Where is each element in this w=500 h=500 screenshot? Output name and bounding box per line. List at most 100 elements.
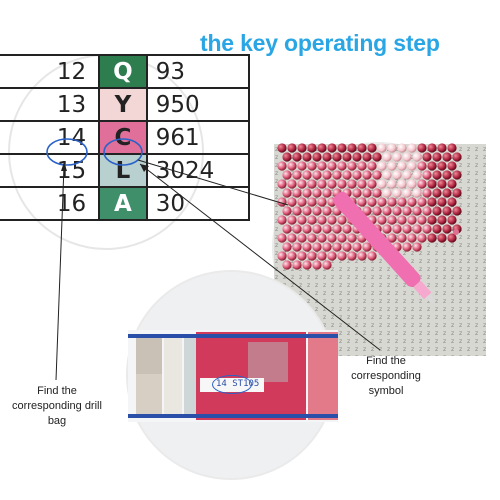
chart-number: 13 xyxy=(0,87,101,122)
drill-bead xyxy=(402,152,412,162)
chart-number: 14 xyxy=(0,120,101,155)
drill-bead xyxy=(362,188,372,198)
drill-bead xyxy=(297,197,307,207)
drill-bead xyxy=(322,224,332,234)
drill-bead xyxy=(432,224,442,234)
drill-bead xyxy=(402,224,412,234)
drill-bead xyxy=(437,143,447,153)
drill-bead xyxy=(362,152,372,162)
drill-bead xyxy=(417,161,427,171)
drill-bead xyxy=(397,233,407,243)
drill-bead xyxy=(312,152,322,162)
drill-bead xyxy=(337,251,347,261)
drill-bead xyxy=(347,233,357,243)
drill-bead xyxy=(412,188,422,198)
drill-bead xyxy=(367,143,377,153)
drill-bead xyxy=(447,161,457,171)
drill-bead xyxy=(317,251,327,261)
drill-bead xyxy=(387,197,397,207)
drill-bead xyxy=(277,161,287,171)
drill-bead xyxy=(402,206,412,216)
drill-bead xyxy=(312,170,322,180)
drill-bead xyxy=(377,197,387,207)
drill-bead xyxy=(397,215,407,225)
drill-bead xyxy=(287,215,297,225)
drill-bead xyxy=(417,197,427,207)
drill-bead xyxy=(377,161,387,171)
chart-code: 93 xyxy=(145,54,251,89)
bag-label-highlight xyxy=(212,375,252,394)
drill-bead xyxy=(327,251,337,261)
drill-bead xyxy=(417,143,427,153)
drill-bead xyxy=(412,152,422,162)
caption-symbol: Find the corresponding symbol xyxy=(351,355,421,397)
page-title: the key operating step xyxy=(200,30,440,56)
chart-symbol: A xyxy=(98,186,148,221)
drill-bead xyxy=(407,233,417,243)
drill-bead xyxy=(402,170,412,180)
drill-bead xyxy=(387,143,397,153)
drill-bead xyxy=(327,143,337,153)
drill-bead xyxy=(332,224,342,234)
drill-bead xyxy=(432,206,442,216)
drill-bead xyxy=(297,215,307,225)
drill-bead xyxy=(292,170,302,180)
drill-bead xyxy=(452,206,462,216)
drill-bead xyxy=(407,197,417,207)
drill-bead xyxy=(282,170,292,180)
chart-symbol: L xyxy=(98,153,148,188)
drill-bead xyxy=(357,197,367,207)
drill-bead xyxy=(307,143,317,153)
drill-bead xyxy=(282,152,292,162)
drill-bead xyxy=(442,152,452,162)
drill-bead xyxy=(437,161,447,171)
drill-bead xyxy=(302,170,312,180)
drill-bead xyxy=(432,170,442,180)
drill-bead xyxy=(372,170,382,180)
drill-bead xyxy=(322,206,332,216)
drill-bead xyxy=(342,224,352,234)
drill-bead xyxy=(397,143,407,153)
chart-code: 961 xyxy=(145,120,251,155)
drill-bead xyxy=(407,143,417,153)
drill-bead xyxy=(447,197,457,207)
drill-bead xyxy=(392,206,402,216)
drill-bead xyxy=(277,197,287,207)
drill-bead xyxy=(297,251,307,261)
drill-bead xyxy=(412,242,422,252)
drill-bead xyxy=(367,161,377,171)
drill-bead xyxy=(322,188,332,198)
drill-bead xyxy=(282,206,292,216)
drill-bead xyxy=(357,143,367,153)
drill-bead xyxy=(372,188,382,198)
drill-bead xyxy=(302,224,312,234)
drill-bead xyxy=(442,188,452,198)
drill-bead xyxy=(362,170,372,180)
drill-bead xyxy=(397,197,407,207)
drill-bead xyxy=(337,233,347,243)
drill-bead xyxy=(292,260,302,270)
drill-bead xyxy=(427,197,437,207)
drill-bead xyxy=(447,143,457,153)
drill-bag-magnifier: 14 ST105 xyxy=(126,270,338,480)
drill-bead xyxy=(422,224,432,234)
chart-number: 15 xyxy=(0,153,101,188)
drill-bead xyxy=(282,188,292,198)
drill-bead xyxy=(292,206,302,216)
drill-bead xyxy=(337,179,347,189)
drill-bead xyxy=(407,161,417,171)
drill-bead xyxy=(297,233,307,243)
drill-bead xyxy=(317,143,327,153)
drill-bead xyxy=(312,242,322,252)
drill-bead xyxy=(432,152,442,162)
drill-bead xyxy=(332,152,342,162)
drill-bead xyxy=(312,206,322,216)
drill-bead xyxy=(417,179,427,189)
drill-bead xyxy=(382,224,392,234)
drill-bead xyxy=(412,206,422,216)
drill-bead xyxy=(437,215,447,225)
drill-bead xyxy=(322,260,332,270)
drill-bead xyxy=(387,161,397,171)
drill-bead xyxy=(342,170,352,180)
